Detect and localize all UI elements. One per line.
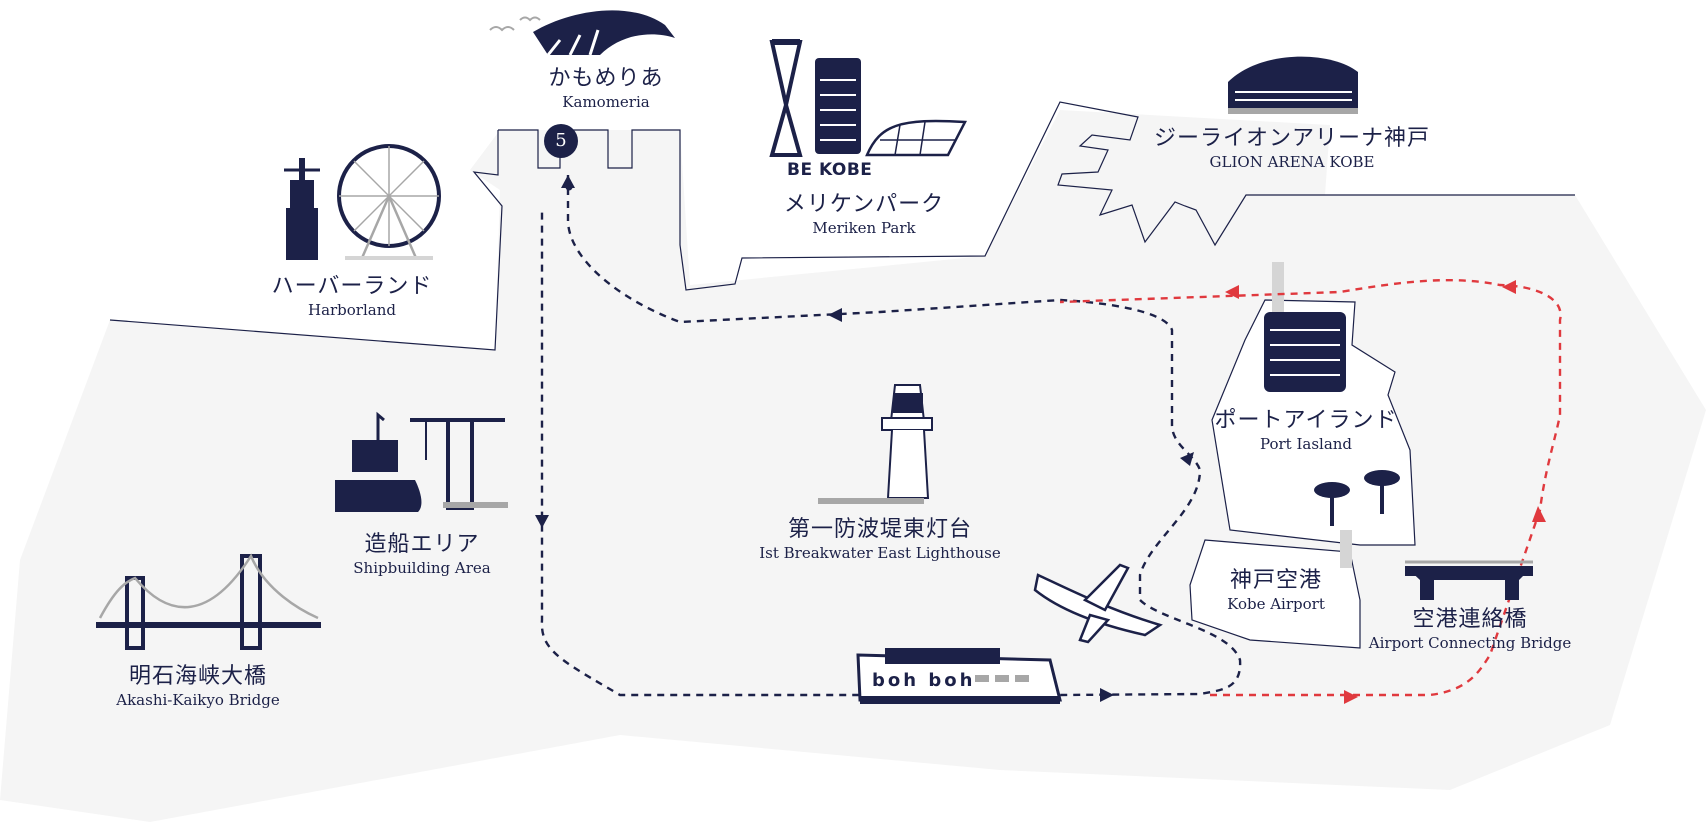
label-jp: 造船エリア (364, 532, 480, 557)
ship-icon (335, 411, 422, 512)
hotel-building-icon (815, 58, 861, 154)
label-jp: 空港連絡橋 (1412, 607, 1528, 632)
route-arrow (828, 308, 842, 322)
route-arrow (1502, 280, 1516, 294)
airplane-icon (1033, 563, 1163, 644)
label-jp: メリケンパーク (783, 192, 945, 217)
boat-logo: boh boh (872, 670, 976, 691)
akashi-bridge-icon (96, 553, 321, 650)
label-en: Kobe Airport (1227, 595, 1325, 613)
route-arrow (1180, 452, 1194, 466)
route-arrow (1532, 506, 1546, 522)
label-akashi-bridge: 明石海峡大橋 Akashi-Kaikyo Bridge (116, 664, 279, 710)
label-port-island: ポートアイランド Port Iasland (1215, 408, 1398, 454)
route-arrow (535, 515, 549, 528)
coastline-harborland (109, 130, 503, 351)
glion-arena-icon (1228, 56, 1358, 114)
label-en: Ist Breakwater East Lighthouse (759, 544, 1001, 562)
label-jp: 第一防波堤東灯台 (787, 517, 973, 542)
label-en: Shipbuilding Area (353, 559, 491, 577)
label-en: Port Iasland (1259, 435, 1353, 453)
glion-island-link (1272, 262, 1284, 314)
label-en: Akashi-Kaikyo Bridge (116, 691, 280, 709)
label-airport-bridge: 空港連絡橋 Airport Connecting Bridge (1369, 607, 1571, 653)
label-harborland: ハーバーランド Harborland (272, 274, 433, 320)
ferris-wheel-icon (337, 144, 441, 260)
harborland-mast-icon (284, 158, 320, 260)
label-jp: ジーライオンアリーナ神戸 (1153, 126, 1431, 151)
label-lighthouse: 第一防波堤東灯台 Ist Breakwater East Lighthouse (759, 517, 1001, 563)
route-arrow (1344, 690, 1358, 704)
label-en: Kamomeria (562, 93, 650, 111)
crane-icon (410, 418, 508, 510)
label-shipbuilding: 造船エリア Shipbuilding Area (353, 532, 490, 578)
palm-tree-icon (1314, 470, 1400, 526)
cruise-boat-icon (856, 648, 1062, 704)
airport-island-link (1340, 530, 1352, 568)
label-en: Airport Connecting Bridge (1368, 634, 1572, 652)
lighthouse-icon (818, 384, 933, 504)
kamomeria-pier (498, 101, 1575, 291)
route-arrow (1100, 688, 1114, 702)
airport-bridge-icon (1405, 560, 1533, 600)
label-jp: かもめりあ (548, 66, 664, 91)
red-route (1059, 278, 1562, 697)
label-jp: ハーバーランド (271, 274, 433, 299)
label-jp: 明石海峡大橋 (128, 664, 268, 689)
be-kobe-sign: BE KOBE (787, 160, 873, 180)
label-meriken-park: メリケンパーク Meriken Park (784, 192, 944, 238)
port-island (1211, 299, 1416, 546)
label-kobe-airport: 神戸空港 Kobe Airport (1227, 568, 1325, 614)
label-en: Harborland (307, 301, 396, 319)
kamomeria-building-icon (489, 10, 675, 56)
stop-number-badge: 5 (544, 124, 578, 158)
label-kamomeria: かもめりあ Kamomeria (548, 66, 663, 112)
kobe-tower-icon (769, 39, 803, 157)
navy-route (540, 175, 1242, 697)
label-jp: 神戸空港 (1229, 568, 1322, 593)
label-en: GLION ARENA KOBE (1209, 153, 1375, 171)
route-start-dot (565, 183, 573, 191)
port-island-tower-icon (1264, 312, 1346, 392)
maritime-museum-icon (865, 119, 967, 157)
label-jp: ポートアイランド (1214, 408, 1398, 433)
route-arrow (1225, 285, 1239, 299)
label-glion-arena: ジーライオンアリーナ神戸 GLION ARENA KOBE (1154, 126, 1430, 172)
label-en: Meriken Park (812, 219, 916, 237)
